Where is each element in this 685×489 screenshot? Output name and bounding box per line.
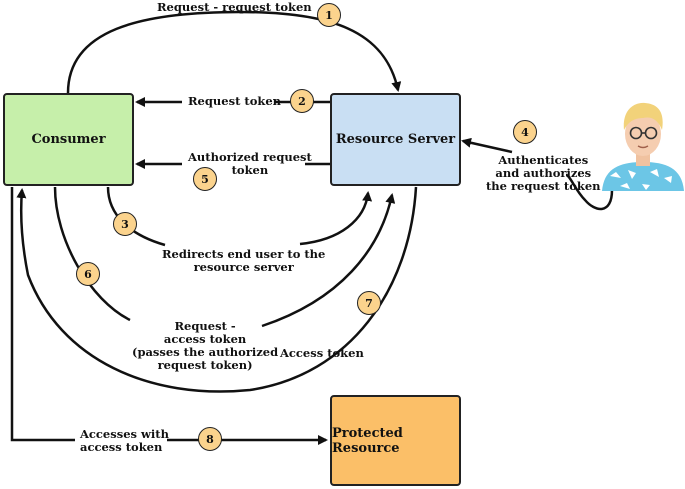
step-2-badge: 2	[290, 89, 314, 113]
step-6-badge: 6	[76, 262, 100, 286]
step-8-label: Accesses with access token	[80, 427, 169, 454]
arrow-step-4	[565, 173, 614, 211]
resource-server-label: Resource Server	[335, 132, 456, 147]
step-5-label: Authorized request token	[188, 150, 312, 177]
step-1-label: Request - request token	[157, 0, 312, 14]
step-7-label: Access token	[280, 346, 364, 360]
end-user-avatar	[602, 102, 684, 191]
step-6-label: Request - access token (passes the autho…	[132, 319, 279, 372]
protected-resource-label: Protected Resource	[332, 425, 403, 456]
consumer-box: Consumer	[3, 93, 134, 186]
step-3-badge: 3	[113, 212, 137, 236]
step-4-badge: 4	[513, 120, 537, 144]
step-8-badge: 8	[198, 427, 222, 451]
arrow-step-8	[10, 187, 75, 442]
step-4-label: Authenticates and authorizes the request…	[486, 153, 601, 193]
step-3-label: Redirects end user to the resource serve…	[162, 247, 326, 274]
arrow-step-6	[53, 186, 131, 322]
step-1-badge: 1	[317, 3, 341, 27]
step-2-label: Request token	[188, 94, 282, 108]
step-5-badge: 5	[193, 167, 217, 191]
arrow-step-1	[66, 10, 402, 94]
protected-resource-box: Protected Resource	[330, 395, 461, 486]
resource-server-box: Resource Server	[330, 93, 461, 186]
step-7-badge: 7	[357, 291, 381, 315]
consumer-label: Consumer	[31, 132, 106, 147]
